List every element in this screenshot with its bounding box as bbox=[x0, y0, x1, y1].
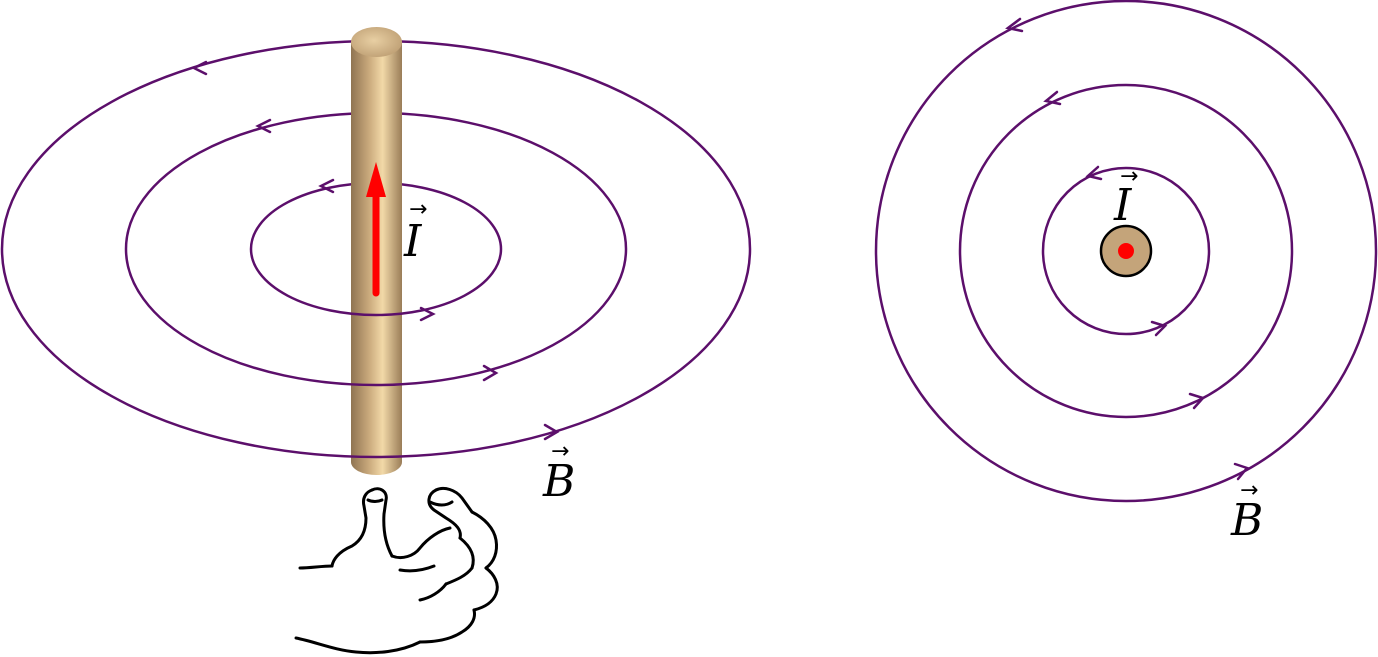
field-circle-middle bbox=[958, 83, 1294, 419]
field-arrows-back bbox=[191, 60, 335, 194]
vector-arrow-icon: → bbox=[409, 197, 427, 222]
current-out-of-page-dot bbox=[1118, 243, 1134, 259]
arrowhead-icon bbox=[318, 178, 335, 194]
field-loop-middle-front bbox=[124, 248, 628, 387]
arrowhead-icon bbox=[191, 60, 208, 76]
field-circle-inner bbox=[1041, 166, 1211, 336]
right-figure: → I → B bbox=[874, 0, 1378, 546]
current-symbol: I bbox=[1113, 180, 1133, 231]
field-loop-inner-front bbox=[249, 248, 503, 317]
arrowhead-icon bbox=[1188, 392, 1206, 410]
right-hand-icon bbox=[294, 486, 499, 655]
arrowhead-icon bbox=[255, 118, 272, 134]
vector-arrow-icon: → bbox=[1120, 164, 1138, 189]
current-label-right: → I bbox=[1113, 164, 1138, 231]
arrowhead-icon bbox=[1150, 320, 1168, 337]
field-loops-front bbox=[0, 248, 752, 459]
arrowhead-icon bbox=[482, 364, 499, 382]
arrowhead-icon bbox=[1005, 17, 1024, 33]
wire-top-cap bbox=[351, 27, 402, 57]
field-circle-outer bbox=[874, 0, 1378, 503]
wire-bottom bbox=[351, 449, 402, 475]
current-arrow bbox=[366, 162, 386, 297]
arrowhead-icon bbox=[1043, 90, 1062, 106]
left-figure: → I → B bbox=[0, 27, 752, 655]
arrowhead-icon bbox=[1233, 462, 1250, 481]
current-arrowhead-icon bbox=[366, 162, 386, 197]
vector-arrow-icon: → bbox=[551, 439, 569, 464]
vector-arrow-icon: → bbox=[1240, 478, 1258, 503]
wire-cross-section bbox=[1099, 224, 1153, 278]
field-label-right: → B bbox=[1230, 478, 1263, 546]
arrowhead-icon bbox=[543, 423, 560, 441]
arrowhead-icon bbox=[419, 306, 436, 322]
current-symbol: I bbox=[403, 216, 423, 267]
field-circle-arrows bbox=[1005, 17, 1250, 481]
wire bbox=[351, 27, 402, 475]
field-symbol: B bbox=[1230, 495, 1263, 546]
field-label-left: → B bbox=[542, 439, 575, 507]
field-loop-outer-front bbox=[0, 248, 752, 459]
field-circles bbox=[874, 0, 1378, 503]
arrowhead-icon bbox=[1085, 165, 1103, 181]
field-arrows-front bbox=[419, 306, 560, 441]
field-symbol: B bbox=[542, 456, 575, 507]
current-label-left: → I bbox=[403, 197, 427, 267]
